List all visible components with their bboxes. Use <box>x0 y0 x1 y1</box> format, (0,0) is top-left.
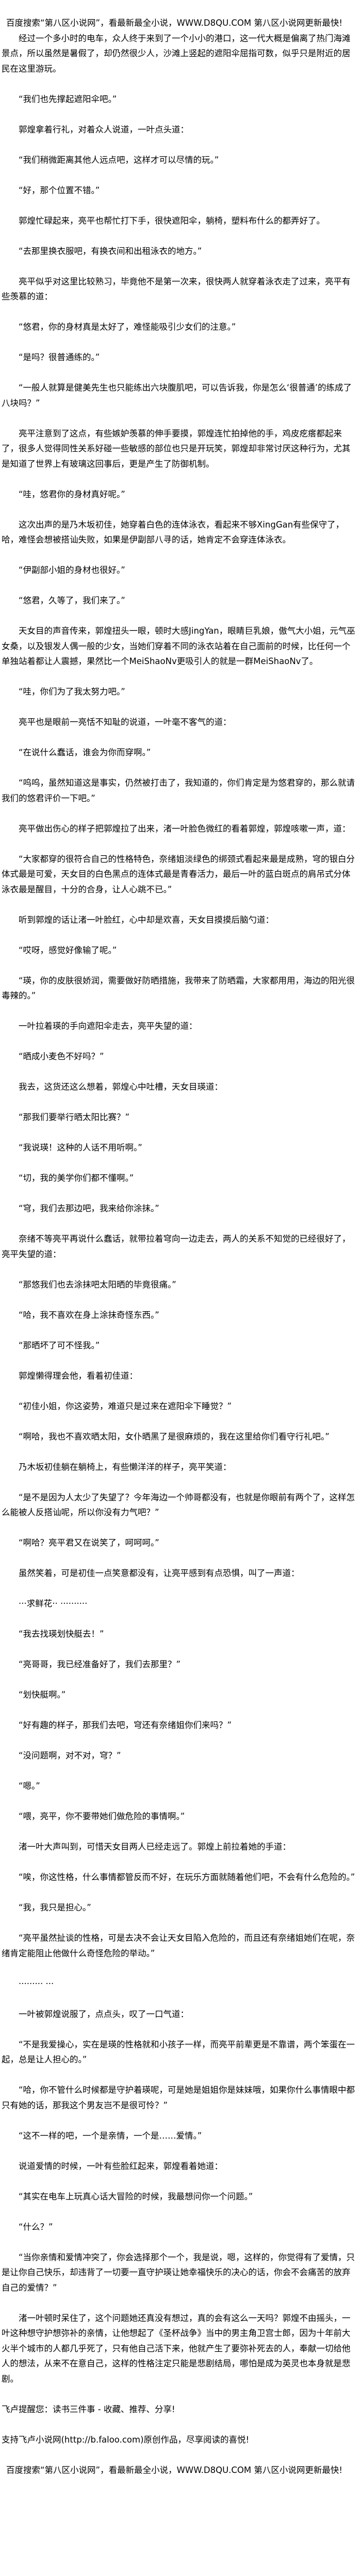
paragraph: “啊哈，我也不喜欢晒太阳，女仆晒黑了是很麻烦的，我在这里给你们看守行礼吧。” <box>19 1431 330 1442</box>
paragraph: 听到郭煌的话让渚一叶脸红，心中却是欢喜，天女目摸摸后脑勺道： <box>19 914 274 925</box>
paragraph: “亮哥哥，我已经准备好了，我们去那里？” <box>19 1659 181 1669</box>
paragraph: 天女目的声音传来，郭煌扭头一眼，顿时大感JingYan，眼睛巨乳娘，傲气大小姐，… <box>2 626 355 666</box>
paragraph: “当你亲情和爱情冲突了，你会选择那个一个，我是说，嗯，这样的，你觉得有了爱情，只… <box>2 2252 355 2293</box>
paragraph: “哎呀，感觉好像输了呢。” <box>19 945 117 955</box>
paragraph: “初佳小姐，你这姿势，难道只是过来在遮阳伞下睡觉？” <box>19 1401 232 1411</box>
paragraph: “穹，我们去那边吧，我来给你涂抹。” <box>19 1204 159 1213</box>
paragraph: “其实在电车上玩真心话大冒险的时候，我最想问你一个问题。” <box>19 2191 253 2201</box>
paragraph: 郭煌忙碌起来，亮平也帮忙打下手，很快遮阳伞，躺椅，塑料布什么的都弄好了。 <box>19 215 325 226</box>
paragraph: 郭煌懒得理会他，看着初佳道： <box>19 1370 138 1381</box>
chapter-body: 经过一个多小时的电车，众人终于来到了一个小小的港口，这一代大概是偏离了热门海滩景… <box>2 31 358 2387</box>
paragraph: 经过一个多小时的电车，众人终于来到了一个小小的港口，这一代大概是偏离了热门海滩景… <box>2 33 351 74</box>
paragraph: 乃木坂初佳躺在躺椅上，有些懒洋洋的样子，亮平笑道： <box>19 1462 232 1472</box>
paragraph: “一般人就算是健美先生也只能练出六块腹肌吧，可以告诉我，你是怎么‘很普通’的练成… <box>2 383 352 408</box>
paragraph: “好，那个位置不错。” <box>19 185 100 195</box>
paragraph: 我去，这货还这么想着，郭煌心中吐槽，天女目瑛道： <box>19 1082 223 1092</box>
paragraph: “划快艇啊。” <box>19 1690 66 1700</box>
paragraph: “哇，你们为了我太努力吧。” <box>19 687 125 697</box>
paragraph: 亮平做出伤心的样子把郭煌拉了出来，渚一叶脸色微红的看着郭煌，郭煌咳嗽一声，道： <box>19 823 351 834</box>
paragraph: “在说什么蠢话，谁会为你而穿啊。” <box>19 748 151 757</box>
paragraph: “悠君，你的身材真是太好了，难怪能吸引少女们的注意。” <box>19 322 236 332</box>
paragraph: “我说瑛！这种的人话不用听啊。” <box>19 1143 142 1153</box>
paragraph: “晒成小麦色不好吗？” <box>19 1052 104 1061</box>
paragraph: “啊哈？亮平君又在说笑了，呵呵呵。” <box>19 1538 159 1548</box>
paragraph: “这不一样的吧，一个是亲情，一个是……爱情。” <box>19 2130 202 2141</box>
paragraph: “我们稍微距离其他人远点吧，这样才可以尽情的玩。” <box>19 155 219 165</box>
paragraph: “瑛，你的皮肤很娇润，需要做好防晒措施，我带来了防晒霜，大家都用用，海边的阳光很… <box>2 975 355 1001</box>
paragraph: “哇，悠君你的身材真好呢。” <box>19 489 125 499</box>
paragraph: “我，我只是担心。” <box>19 1903 91 1912</box>
paragraph: 一叶拉着瑛的手向遮阳伞走去，亮平失望的道： <box>19 1021 198 1031</box>
paragraph: “嗯。” <box>19 1781 40 1791</box>
paragraph: “好有趣的样子，那我们去吧，穹还有奈绪姐你们来吗？” <box>19 1720 232 1730</box>
paragraph: “不是我爱操心，实在是瑛的性格就和小孩子一样，而亮平前辈更是不靠谱，两个笨蛋在一… <box>2 2039 355 2065</box>
paragraph: 渚一叶大声叫到，可惜天女目两人已经走远了。郭煌上前拉着她的手道： <box>19 1842 291 1852</box>
paragraph: “呜呜，虽然知道这是事实，仍然被打击了，我知道的，你们肯定是为悠君穿的，那么就请… <box>2 778 355 803</box>
paragraph: “大家都穿的很符合自己的性格特色，奈绪姐淡绿色的绑颈式看起来最是成熟，穹的银白分… <box>2 854 355 894</box>
paragraph: “唉，你这性格，什么事情都管反而不好，在玩乐方面就随着他们吧，不会有什么危险的。… <box>19 1872 355 1882</box>
header-ad-banner: 百度搜索“第八区小说网”，看最新最全小说，WWW.D8QU.COM 第八区小说网… <box>6 18 343 28</box>
paragraph: “什么？” <box>19 2222 53 2232</box>
footer-ad-banner: 百度搜索“第八区小说网”，看最新最全小说，WWW.D8QU.COM 第八区小说网… <box>6 2465 343 2475</box>
paragraph: 郭煌拿着行礼，对着众人说道，一叶点头道： <box>19 124 189 134</box>
paragraph: “亮平虽然扯谈的性格，可是去决不会让天女目陷入危险的，而且还有奈绪姐她们在呢，奈… <box>2 1933 355 1958</box>
footer-note-support-link[interactable]: 支持飞卢小说网(http://b.faloo.com)原创作品，尽享阅读的喜悦! <box>2 2434 250 2445</box>
paragraph: “哈，你不管什么时候都是守护着瑛呢，可是她是姐姐你是妹妹哦，如果你什么事情眼中都… <box>2 2085 355 2110</box>
paragraph: “那晒坏了可不怪我。” <box>19 1340 100 1350</box>
paragraph: “哈，我不喜欢在身上涂抹奇怪东西。” <box>19 1310 159 1320</box>
paragraph: “没问题啊，对不对，穹？” <box>19 1751 121 1760</box>
paragraph: “那我们要举行晒太阳比赛？” <box>19 1112 130 1122</box>
paragraph: “那悠我们也去涂抹吧太阳晒的毕竟很痛。” <box>19 1279 176 1290</box>
paragraph: 奈绪不等亮平再说什么蠢话，就带拉着穹向一边走去，两人的关系不知觉的已经很好了，亮… <box>2 1234 351 1259</box>
paragraph: “是吗？很普通练的。” <box>19 352 100 362</box>
paragraph: “去那里换衣服吧，有换衣间和出租泳衣的地方。” <box>19 246 202 256</box>
paragraph: “喂，亮平，你不要带她们做危险的事情啊。” <box>19 1811 185 1821</box>
paragraph: 渚一叶顿时呆住了，这个问题她还真没有想过，真的会有这么一天吗？郭煌不由摇头，一叶… <box>2 2313 351 2384</box>
paragraph: 亮平注意到了这点，有些嫉妒羡慕的伸手要摸，郭煌连忙拍掉他的手，鸡皮疙瘩都起来了，… <box>2 428 351 469</box>
paragraph: ········· ··· <box>19 1978 54 1989</box>
paragraph: “伊副部小姐的身材也很好。” <box>19 565 125 575</box>
paragraph: 虽然笑着，可是初佳一点笑意都没有，让亮平感到有点恐惧，叫了一声道： <box>19 1568 300 1578</box>
paragraph: “悠君，久等了，我们来了。” <box>19 596 125 605</box>
paragraph: 一叶被郭煌说服了，点点头，叹了一口气道： <box>19 2009 189 2019</box>
paragraph: “是不是因为人太少了失望了？今年海边一个帅哥都没有，也就是你眼前有两个了，这样怎… <box>2 1492 355 1518</box>
paragraph: 这次出声的是乃木坂初佳，她穿着白色的连体泳衣，看起来不够XingGan有些保守了… <box>2 519 344 545</box>
chapter-document: 百度搜索“第八区小说网”，看最新最全小说，WWW.D8QU.COM 第八区小说网… <box>2 18 358 2475</box>
footer-note-reading-tips: 飞卢提醒您：读书三件事 - 收藏、推荐、分享! <box>2 2404 175 2414</box>
paragraph: 亮平也是眼前一亮恬不知耻的说道，一叶毫不客气的道： <box>19 717 232 727</box>
paragraph: ···求鲜花·· ·········· <box>19 1599 88 1608</box>
paragraph: “切，我的美学你们都不懂啊。” <box>19 1173 134 1183</box>
paragraph: “我去找瑛划快艇去！” <box>19 1629 104 1639</box>
paragraph: “我们也先撑起遮阳伞吧。” <box>19 94 117 104</box>
paragraph: 亮平似乎对这里比较熟习，毕竟他不是第一次来，很快两人就穿着泳衣走了过来，亮平有些… <box>2 276 351 302</box>
paragraph: 说道爱情的时候，一叶有些脸红起来，郭煌看着她道： <box>19 2161 223 2171</box>
